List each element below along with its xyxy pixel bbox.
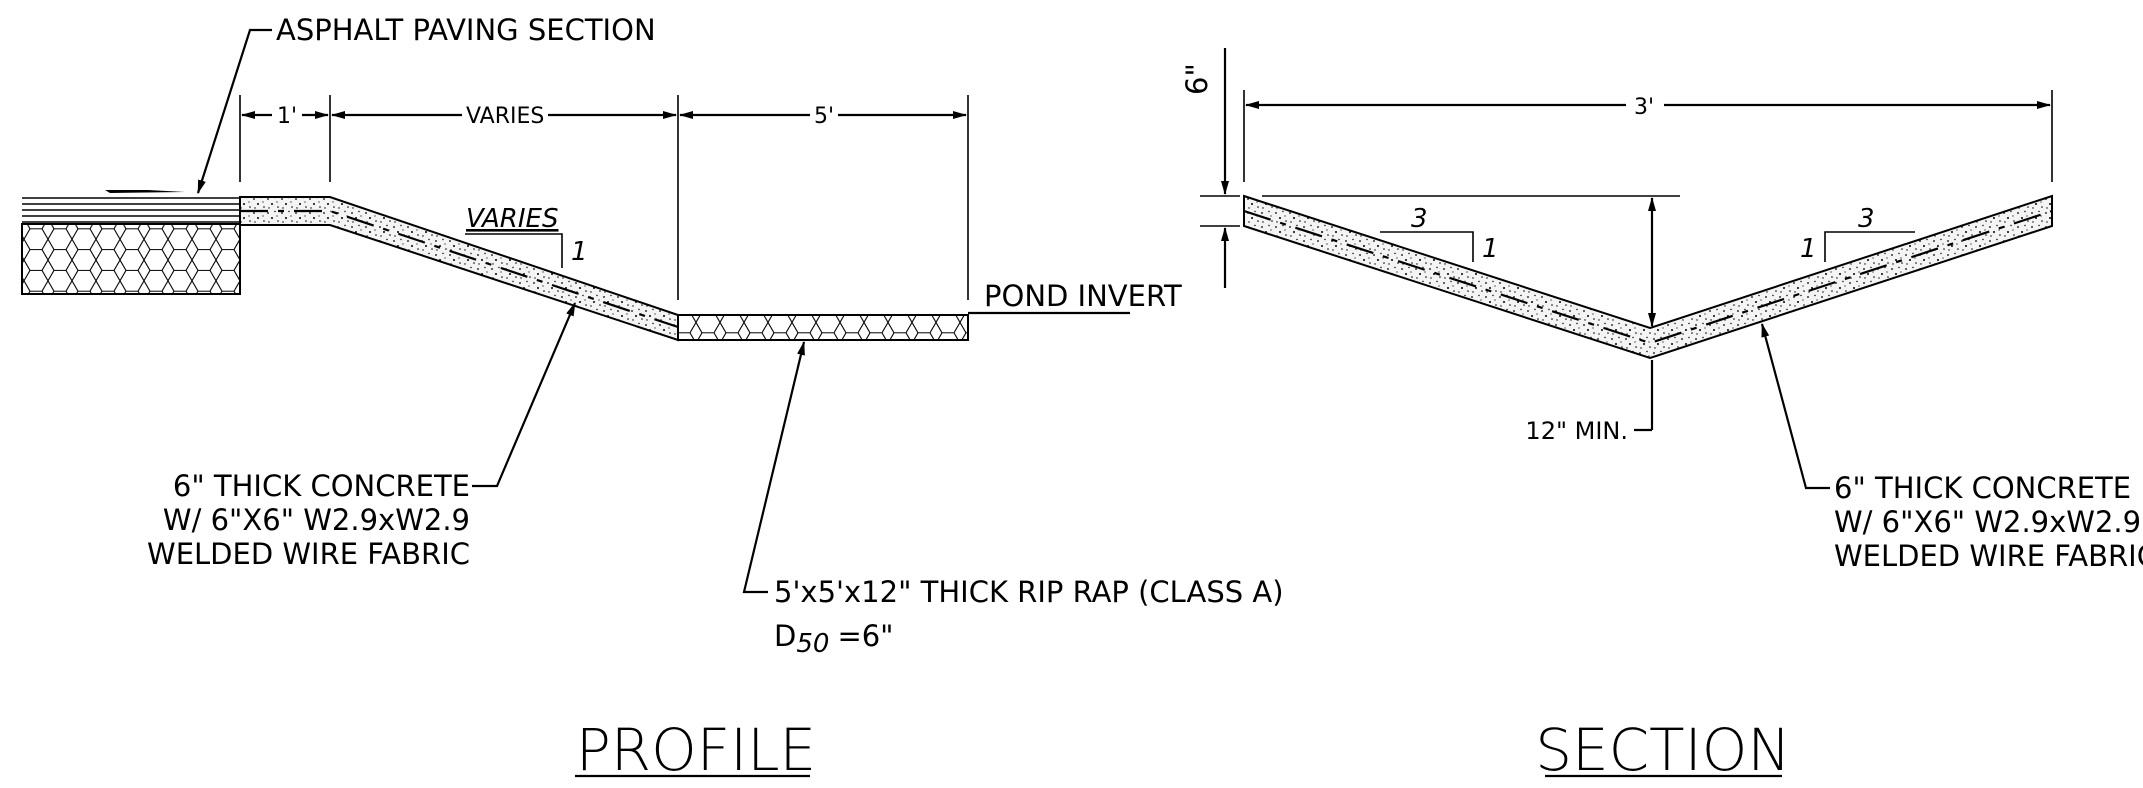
right-slope-run: 3 (1858, 204, 1875, 234)
asphalt-paving (21, 190, 241, 295)
riprap-leader: 5'x5'x12" THICK RIP RAP (CLASS A) D50=6" (742, 341, 1284, 659)
dim-6in: 6" (1180, 63, 1214, 95)
concrete-note-line3: WELDED WIRE FABRIC (147, 537, 470, 571)
left-slope-rise: 1 (1482, 234, 1499, 264)
profile-riprap-pad (677, 314, 969, 341)
right-slope-indicator: 1 3 (1800, 204, 1915, 264)
asphalt-label: ASPHALT PAVING SECTION (276, 13, 656, 47)
section-concrete-v (1243, 194, 2053, 360)
section-view: 12" MIN. 6" 3' 3 1 1 3 (1180, 48, 2143, 784)
width-dimension: 3' (1243, 90, 2053, 182)
section-concrete-note-line1: 6" THICK CONCRETE (1834, 471, 2131, 505)
asphalt-leader: ASPHALT PAVING SECTION (196, 13, 656, 194)
section-concrete-note-line3: WELDED WIRE FABRIC (1834, 539, 2143, 573)
profile-slope-indicator: VARIES 1 (465, 204, 588, 268)
slope-rise: 1 (571, 237, 588, 267)
section-concrete-leader: 6" THICK CONCRETE W/ 6"X6" W2.9xW2.9 WEL… (1760, 323, 2143, 573)
dim-3ft: 3' (1634, 95, 1654, 120)
section-wire-fabric (1243, 209, 2053, 345)
section-depth-dimension: 12" MIN. (1525, 197, 1656, 445)
left-slope-indicator: 3 1 (1380, 204, 1499, 264)
right-slope-rise: 1 (1800, 234, 1817, 264)
section-title: SECTION (1535, 716, 1791, 784)
left-slope-run: 3 (1411, 204, 1428, 234)
dim-1ft: 1' (277, 104, 297, 129)
dim-5ft: 5' (814, 104, 834, 129)
slope-run: VARIES (466, 204, 558, 234)
section-concrete-note-line2: W/ 6"X6" W2.9xW2.9 (1834, 505, 2141, 539)
profile-concrete-slab (239, 196, 679, 342)
profile-title: PROFILE (576, 716, 816, 784)
concrete-note-line1: 6" THICK CONCRETE (173, 469, 470, 503)
pond-invert-label: POND INVERT (984, 279, 1182, 313)
riprap-note: 5'x5'x12" THICK RIP RAP (CLASS A) (774, 575, 1284, 609)
min-depth-label: 12" MIN. (1525, 417, 1628, 445)
dim-varies: VARIES (466, 104, 544, 129)
d50-note: D50=6" (774, 619, 894, 659)
concrete-note-line2: W/ 6"X6" W2.9xW2.9 (163, 503, 470, 537)
profile-wire-fabric (240, 209, 679, 329)
profile-view: ASPHALT PAVING SECTION POND INVERT 1' VA… (21, 13, 1284, 784)
profile-dimension-line: 1' VARIES 5' (241, 104, 967, 129)
profile-concrete-leader: 6" THICK CONCRETE W/ 6"X6" W2.9xW2.9 WEL… (147, 302, 577, 571)
thickness-dimension: 6" (1180, 48, 1240, 288)
